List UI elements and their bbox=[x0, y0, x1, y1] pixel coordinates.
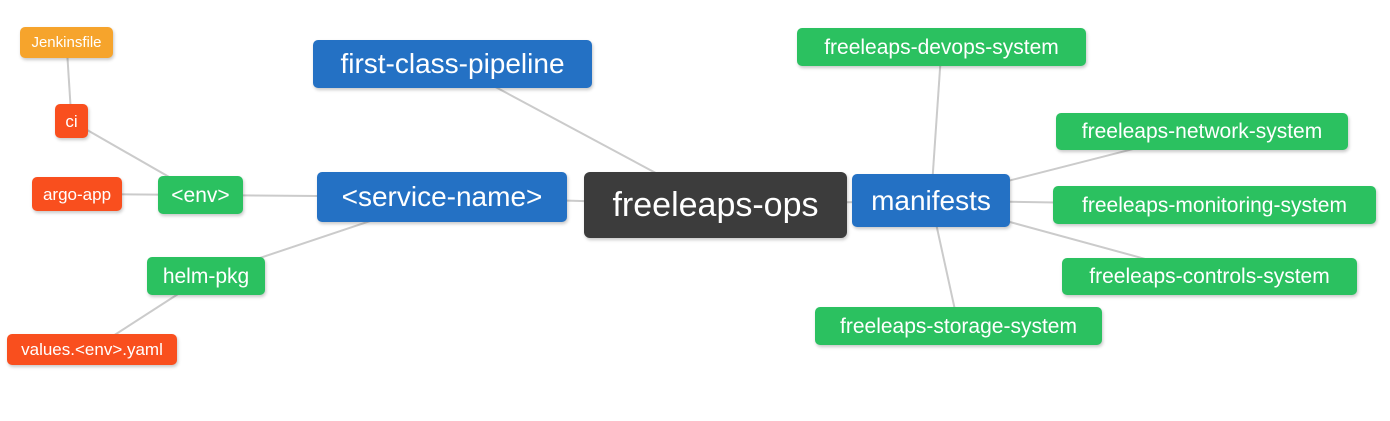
mindmap-node-storage-system[interactable]: freeleaps-storage-system bbox=[815, 307, 1102, 345]
mindmap-node-freeleaps-ops[interactable]: freeleaps-ops bbox=[584, 172, 847, 238]
mindmap-node-devops-system[interactable]: freeleaps-devops-system bbox=[797, 28, 1086, 66]
mindmap-node-controls-system[interactable]: freeleaps-controls-system bbox=[1062, 258, 1357, 295]
mindmap-node-values-env-yaml[interactable]: values.<env>.yaml bbox=[7, 334, 177, 365]
mindmap-node-manifests[interactable]: manifests bbox=[852, 174, 1010, 227]
mindmap-node-argo-app[interactable]: argo-app bbox=[32, 177, 122, 211]
mindmap-node-env[interactable]: <env> bbox=[158, 176, 243, 214]
mindmap-node-helm-pkg[interactable]: helm-pkg bbox=[147, 257, 265, 295]
mindmap-node-first-class-pipeline[interactable]: first-class-pipeline bbox=[313, 40, 592, 88]
mindmap-node-jenkinsfile[interactable]: Jenkinsfile bbox=[20, 27, 113, 58]
mindmap-node-service-name[interactable]: <service-name> bbox=[317, 172, 567, 222]
mindmap-node-monitoring-system[interactable]: freeleaps-monitoring-system bbox=[1053, 186, 1376, 224]
mindmap-node-ci[interactable]: ci bbox=[55, 104, 88, 138]
mindmap-node-network-system[interactable]: freeleaps-network-system bbox=[1056, 113, 1348, 150]
